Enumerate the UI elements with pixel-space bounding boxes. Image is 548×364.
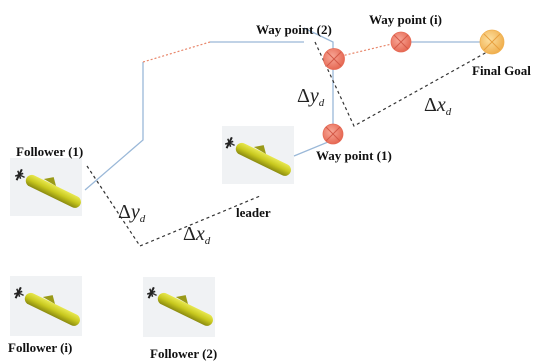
waypoint-i-icon: [390, 31, 412, 53]
delta-xd-lower: Δxd: [183, 223, 211, 247]
follower-path-dotted: [142, 41, 211, 63]
leader-path-dotted: [332, 41, 401, 59]
delta-yd-upper: Δyd: [297, 85, 325, 109]
final-goal-label: Final Goal: [472, 63, 531, 78]
formation-offset-upper: [314, 41, 488, 127]
waypoint-i-label: Way point (i): [369, 12, 442, 27]
follower-i-label: Follower (i): [8, 340, 72, 355]
follower-path-lower: [84, 62, 144, 191]
leader-label: leader: [236, 205, 271, 220]
follower-2-label: Follower (2): [150, 346, 217, 361]
waypoint-2-icon: [323, 48, 345, 70]
waypoint-1-label: Way point (1): [316, 148, 392, 163]
formation-offset-lower: [86, 165, 261, 247]
leader-path: [293, 27, 334, 157]
follower-1-label: Follower (1): [16, 144, 83, 159]
waypoint-2-label: Way point (2): [256, 22, 332, 37]
final-goal-icon: [479, 29, 505, 55]
delta-yd-lower: Δyd: [118, 201, 146, 225]
delta-xd-upper: Δxd: [424, 94, 452, 118]
waypoint-1-icon: [322, 123, 344, 145]
